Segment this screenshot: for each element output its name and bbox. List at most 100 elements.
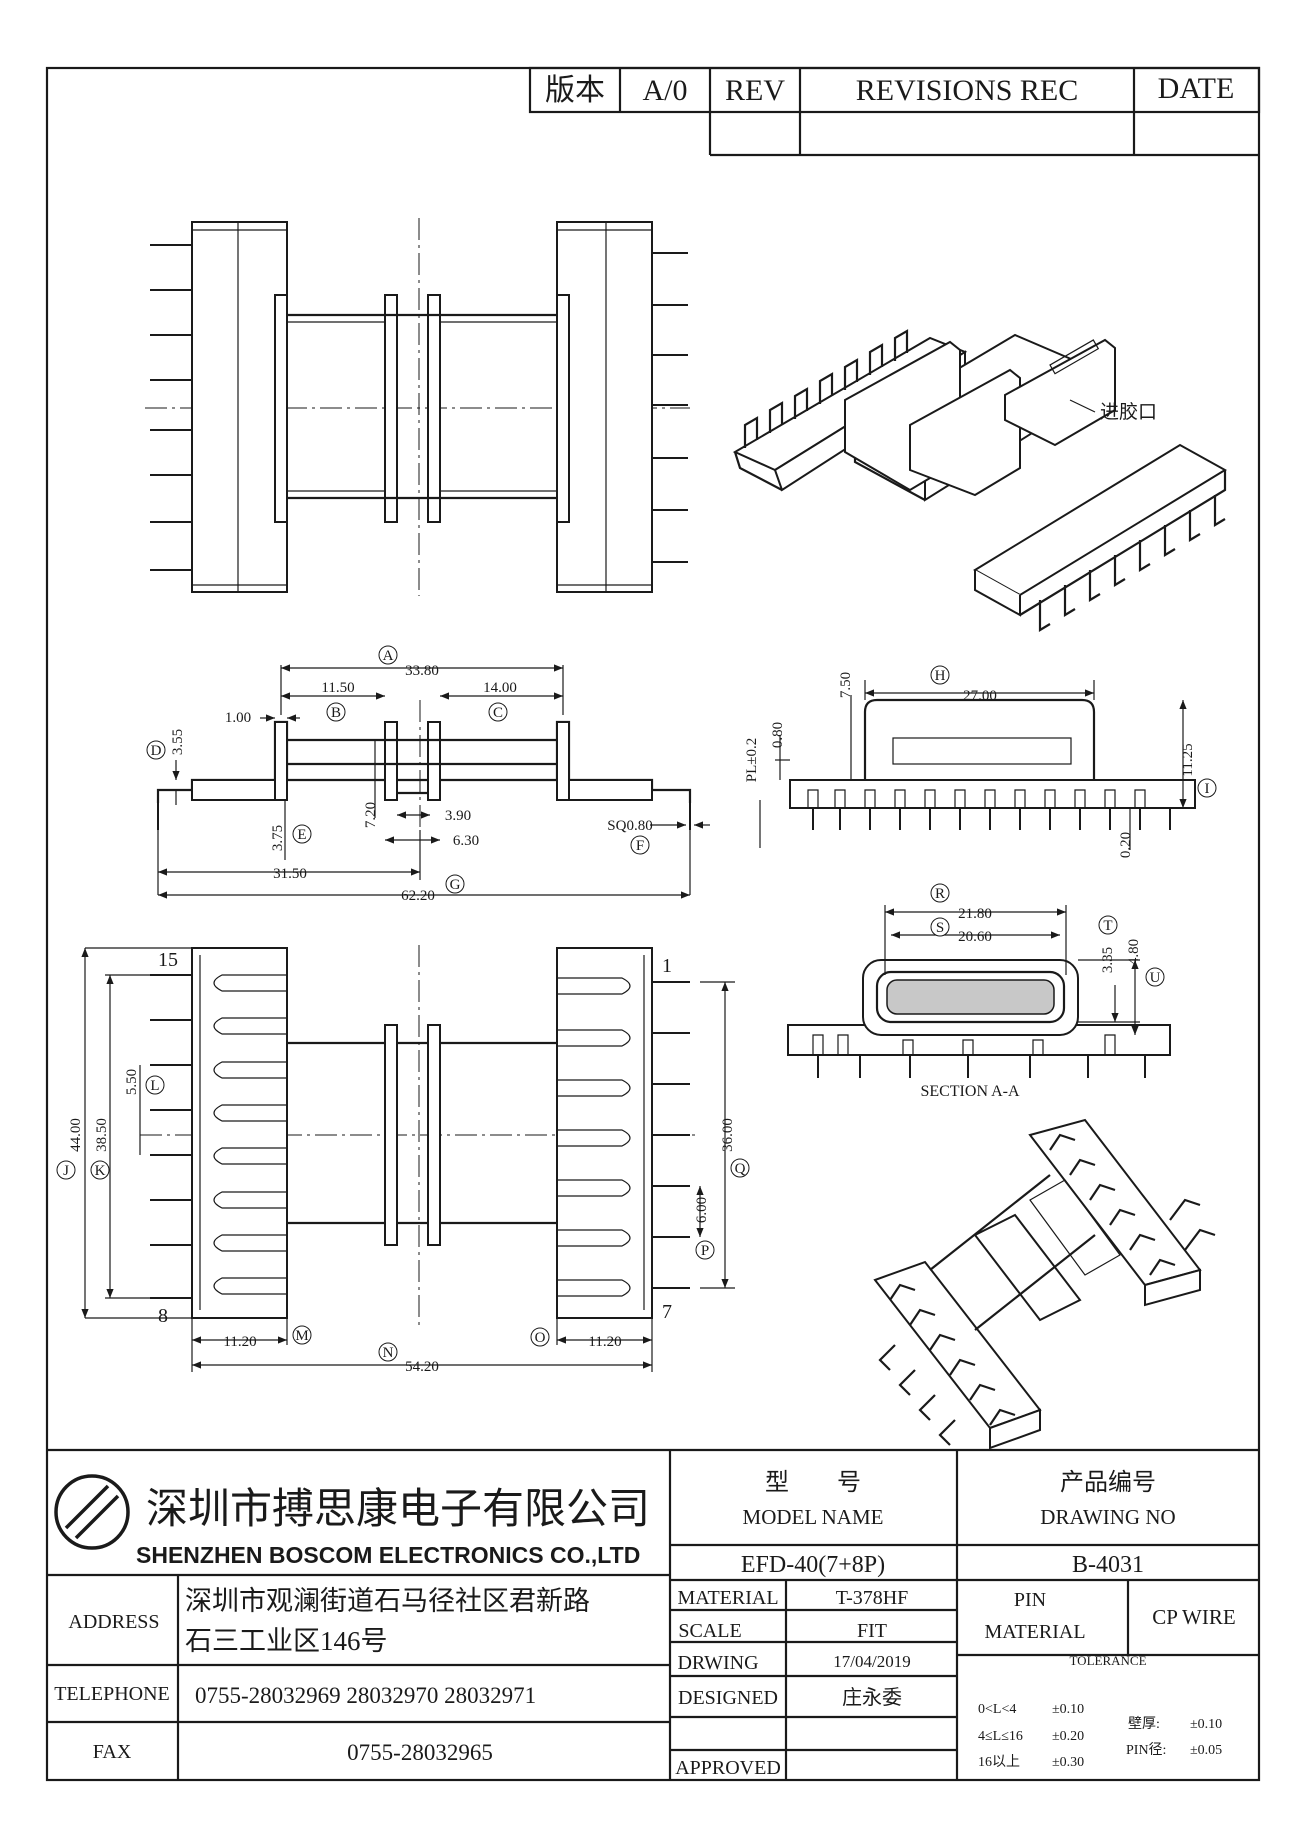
company-name-cn: 深圳市搏思康电子有限公司	[146, 1486, 650, 1533]
dim-S: 20.60	[958, 929, 992, 945]
dim-D: 3.55	[170, 729, 186, 755]
dim-O: 11.20	[588, 1334, 621, 1350]
tolerance-label: TOLERANCE	[1069, 1653, 1146, 1668]
marker-L: L	[150, 1078, 159, 1094]
address-line2: 石三工业区146号	[185, 1626, 388, 1656]
model-value: EFD-40(7+8P)	[741, 1552, 885, 1578]
dim-G: 62.20	[401, 888, 435, 904]
drawing-date: 17/04/2019	[833, 1652, 910, 1671]
bottom-view: 15 8 1 7 44.00 J 38.50 K 5.50 L 36.00	[56, 945, 750, 1375]
material-label: MATERIAL	[677, 1587, 778, 1609]
designed-value: 庄永委	[842, 1686, 902, 1709]
marker-J: J	[63, 1163, 69, 1179]
marker-B: B	[331, 705, 341, 721]
dim-wall: 0.80	[770, 722, 786, 748]
fax-label: FAX	[93, 1741, 132, 1763]
pin-material-label-2: MATERIAL	[984, 1621, 1085, 1643]
marker-G: G	[450, 877, 461, 893]
marker-I: I	[1205, 781, 1210, 797]
company-name-en: SHENZHEN BOSCOM ELECTRONICS CO.,LTD	[136, 1542, 640, 1568]
dim-C: 14.00	[483, 680, 517, 696]
pin-number-1: 1	[662, 955, 672, 977]
dim-N: 54.20	[405, 1359, 439, 1375]
rev-label: REV	[725, 74, 785, 107]
designed-label: DESIGNED	[678, 1687, 778, 1709]
dim-T: 3.35	[1100, 947, 1116, 973]
marker-M: M	[295, 1328, 308, 1344]
dim-A: 33.80	[405, 663, 439, 679]
dim-parting-line: PL±0.2	[744, 738, 760, 783]
dim-Q: 36.00	[720, 1118, 736, 1152]
address-label: ADDRESS	[68, 1611, 159, 1633]
version-label: 版本	[545, 74, 605, 107]
section-view: SECTION A-A 21.80 R 20.60 S 3.35 T 4.80 …	[787, 883, 1171, 1100]
dim-flange-span: 6.30	[453, 833, 479, 849]
dim-L: 5.50	[124, 1069, 140, 1095]
dim-tube-height: 7.20	[363, 802, 379, 828]
version-value: A/0	[643, 74, 688, 107]
telephone-value: 0755-28032969 28032970 28032971	[195, 1683, 536, 1708]
drawing-no-value: B-4031	[1072, 1552, 1144, 1578]
marker-C: C	[493, 705, 503, 721]
marker-O: O	[535, 1330, 546, 1346]
model-label-en: MODEL NAME	[743, 1505, 884, 1529]
pin-material-label-1: PIN	[1014, 1589, 1046, 1611]
pin-number-15: 15	[158, 949, 178, 971]
tolerance-range-3: 16以上	[978, 1754, 1020, 1770]
gate-label: 进胶口	[1100, 401, 1157, 423]
dim-base: 0.20	[1118, 832, 1134, 858]
marker-U: U	[1150, 970, 1161, 986]
company-logo	[54, 1474, 130, 1550]
marker-A: A	[383, 648, 394, 664]
dim-B: 11.50	[321, 680, 354, 696]
dim-flange-gap: 3.90	[445, 808, 471, 824]
marker-P: P	[701, 1243, 709, 1259]
dim-half-length: 31.50	[273, 866, 307, 882]
top-view	[145, 218, 690, 596]
marker-H: H	[935, 668, 946, 684]
pin-diameter-value: ±0.05	[1190, 1743, 1222, 1758]
marker-S: S	[936, 920, 944, 936]
fax-value: 0755-28032965	[347, 1740, 493, 1765]
drawing-label: DRWING	[677, 1652, 758, 1674]
marker-R: R	[935, 886, 945, 902]
tolerance-range-1: 0<L<4	[978, 1702, 1016, 1717]
model-label-cn: 型 号	[765, 1469, 861, 1496]
front-view: 33.80 A 11.50 B 14.00 C 1.00 3.55 D 3.75…	[146, 645, 710, 904]
title-block: 深圳市搏思康电子有限公司 SHENZHEN BOSCOM ELECTRONICS…	[47, 1448, 1259, 1780]
revision-block: 版本 A/0 REV REVISIONS REC DATE	[528, 66, 1261, 157]
dim-pin-width: 1.00	[225, 710, 251, 726]
date-label: DATE	[1158, 72, 1235, 105]
revisions-rec-label: REVISIONS REC	[856, 74, 1079, 107]
tolerance-range-2: 4≤L≤16	[978, 1729, 1023, 1744]
pin-diameter-label: PIN径:	[1126, 1742, 1166, 1758]
marker-Q: Q	[735, 1161, 746, 1177]
tolerance-value-3: ±0.30	[1052, 1755, 1084, 1770]
dim-top-height: 7.50	[838, 672, 854, 698]
scale-value: FIT	[857, 1620, 887, 1642]
dim-R: 21.80	[958, 906, 992, 922]
dim-E: 3.75	[270, 825, 286, 851]
pin-material-value: CP WIRE	[1152, 1605, 1235, 1629]
dim-I: 11.25	[1180, 743, 1196, 776]
scale-label: SCALE	[678, 1620, 741, 1642]
approved-label: APPROVED	[675, 1757, 781, 1779]
dim-F: SQ0.80	[607, 818, 652, 834]
pin-number-8: 8	[158, 1305, 168, 1327]
dim-H: 27.00	[963, 688, 997, 704]
side-view: 27.00 H 7.50 PL±0.2 0.80 11.25 I 0.20	[744, 665, 1217, 858]
dim-J: 44.00	[68, 1118, 84, 1152]
address-line1: 深圳市观澜街道石马径社区君新路	[185, 1586, 590, 1616]
material-value: T-378HF	[836, 1587, 909, 1609]
section-label: SECTION A-A	[920, 1083, 1020, 1100]
marker-K: K	[95, 1163, 106, 1179]
isometric-view-bottom	[873, 1118, 1216, 1450]
marker-E: E	[297, 827, 306, 843]
marker-D: D	[151, 743, 162, 759]
isometric-view-top: 进胶口	[732, 329, 1227, 632]
pin-number-7: 7	[662, 1301, 672, 1323]
wall-tolerance-label: 壁厚:	[1128, 1716, 1160, 1732]
dim-M: 11.20	[223, 1334, 256, 1350]
telephone-label: TELEPHONE	[54, 1683, 170, 1705]
